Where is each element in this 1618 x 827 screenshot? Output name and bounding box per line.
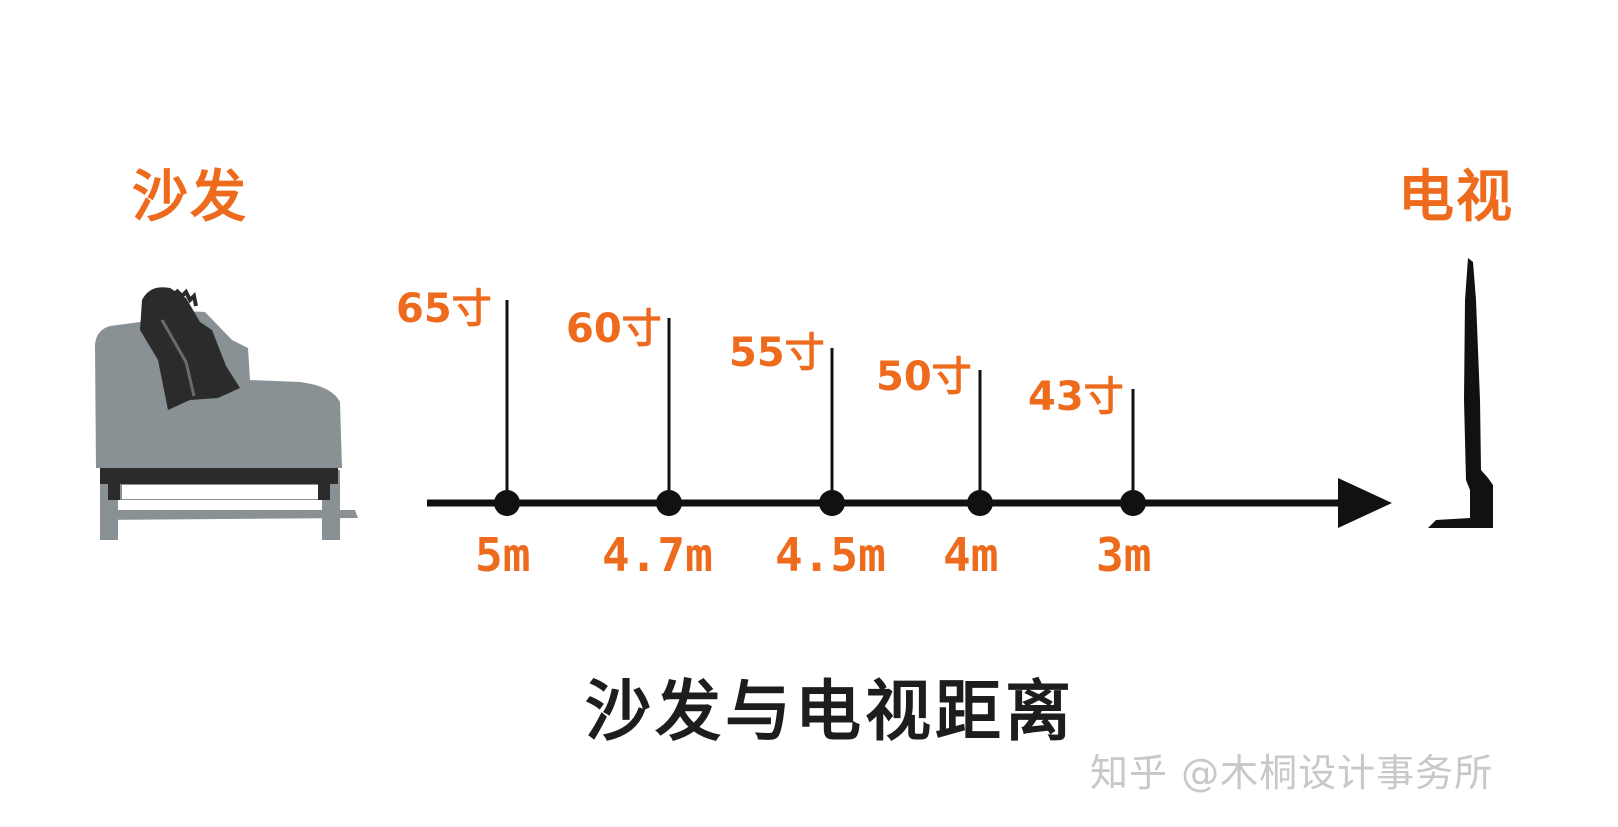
marker-60 xyxy=(656,318,682,516)
distance-axis xyxy=(427,478,1392,528)
distance-label-5m: 5m xyxy=(475,528,531,582)
size-label-43: 43寸 xyxy=(1028,374,1124,420)
size-label-50: 50寸 xyxy=(876,354,972,400)
distance-label-3m: 3m xyxy=(1096,528,1152,582)
distance-label-4-5m: 4.5m xyxy=(775,528,886,582)
marker-43 xyxy=(1120,389,1146,516)
distance-label-4-7m: 4.7m xyxy=(602,528,713,582)
marker-55 xyxy=(819,348,845,516)
size-label-55: 55寸 xyxy=(729,330,825,376)
watermark: 知乎 @木桐设计事务所 xyxy=(1090,751,1494,795)
tv-label: 电视 xyxy=(1398,165,1514,230)
distance-label-4m: 4m xyxy=(943,528,999,582)
tv-icon xyxy=(1428,258,1493,528)
arrow-icon xyxy=(1338,478,1392,528)
diagram-title: 沙发与电视距离 xyxy=(585,673,1075,750)
marker-50 xyxy=(967,370,993,516)
size-label-65: 65寸 xyxy=(396,286,492,332)
marker-65 xyxy=(494,300,520,516)
sofa-icon xyxy=(95,287,358,540)
sofa-label: 沙发 xyxy=(132,165,248,230)
size-label-60: 60寸 xyxy=(566,306,662,352)
